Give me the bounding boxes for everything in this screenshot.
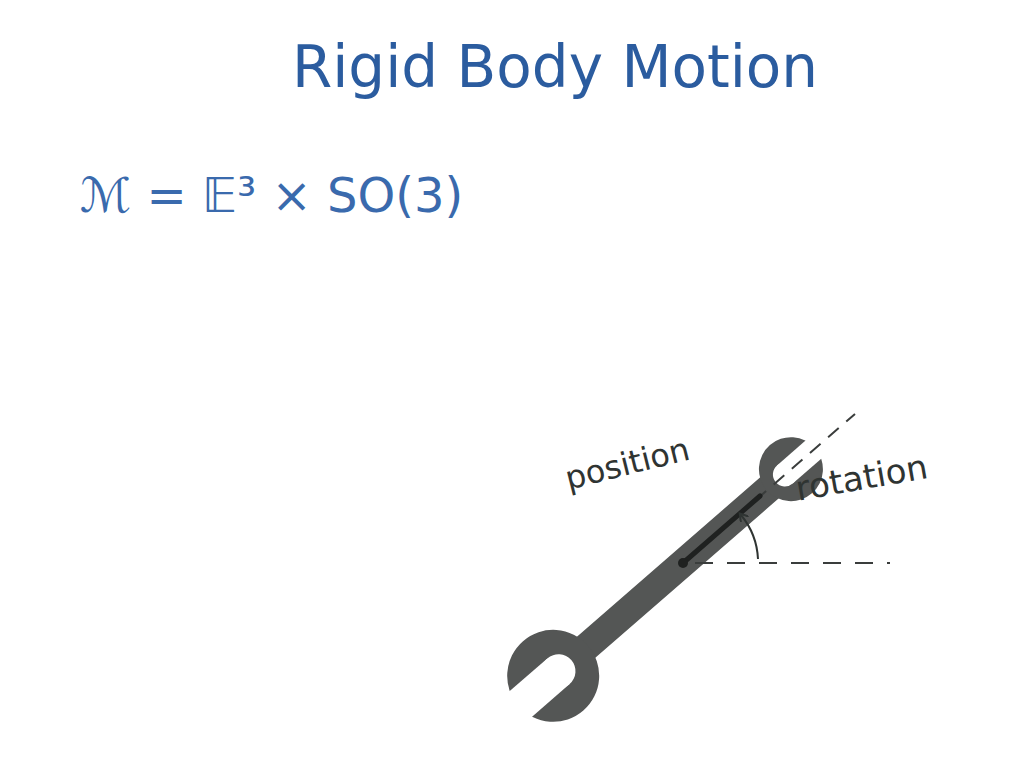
reference-dashed-line — [695, 562, 890, 564]
position-label: position — [562, 432, 693, 497]
rotation-arc — [741, 515, 758, 559]
title: Rigid Body Motion — [292, 36, 818, 100]
center-dot — [678, 558, 688, 568]
wrench — [483, 410, 849, 745]
formula: ℳ = 𝔼³ × SO(3) — [80, 169, 463, 222]
position-vector — [683, 496, 760, 563]
